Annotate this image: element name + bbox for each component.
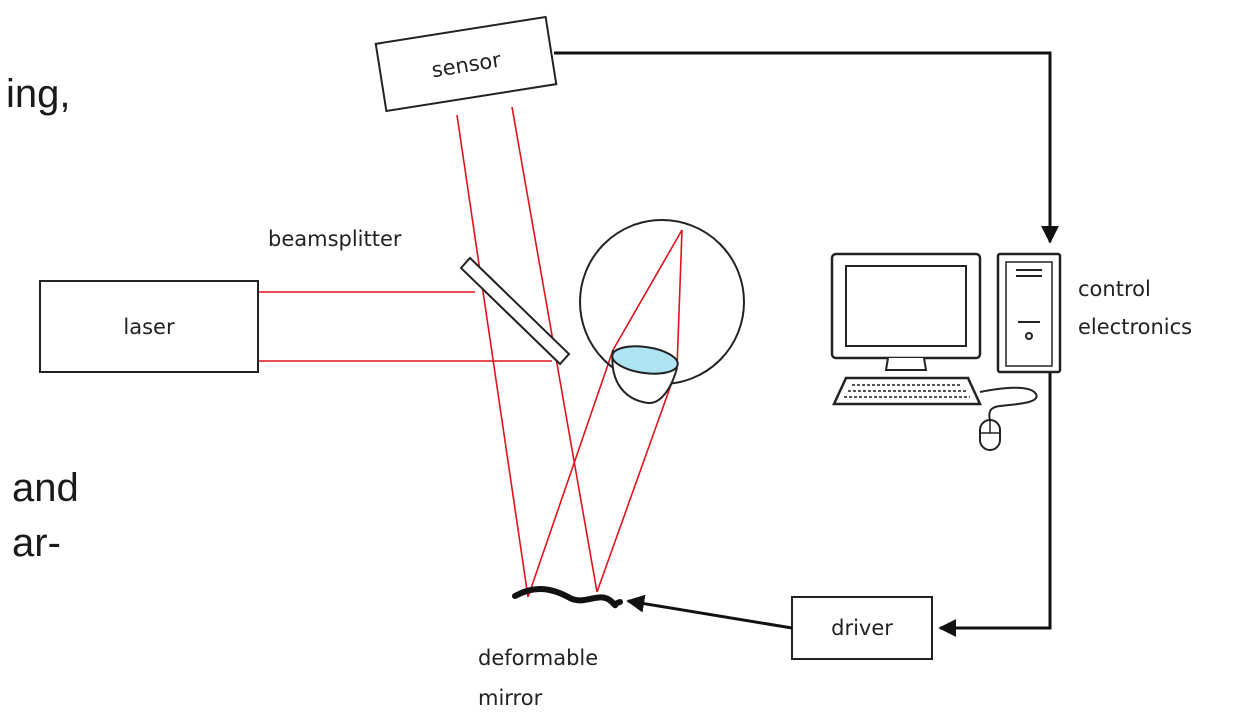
computer-tower [996,252,1062,374]
eye-beam-outer-left [527,349,614,598]
beamsplitter: beamsplitter [268,227,571,366]
mirror-label-line1: deformable [478,646,598,670]
slide-text-fragment-2: and [12,466,79,510]
monitor-stand [884,357,928,371]
sensor-to-computer-wire [554,51,1059,244]
beamsplitter-plate [459,256,571,366]
eye-beam-inner-left [612,229,683,351]
driver-box: driver [791,596,933,660]
eye-beam-inner-right [676,229,683,369]
eye-lens [611,345,679,375]
monitor-screen [845,265,967,347]
beamsplitter-label: beamsplitter [268,227,402,251]
computer-to-driver-wire [938,372,1052,637]
control-label-line1: control [1078,277,1151,301]
slide-text-fragment-1: ing, [6,72,71,116]
mirror-label-line2: mirror [478,686,543,710]
driver-label: driver [831,616,893,640]
sensor-beam-left [456,114,529,598]
eye [579,219,745,405]
computer-icon: control electronics [830,252,1192,451]
sensor-box: sensor [374,15,558,113]
eye-beam-outer-right [596,367,678,593]
mouse-cable [979,386,1038,421]
mirror-surface [512,586,623,609]
driver-to-mirror-wire [626,594,793,630]
control-label-line2: electronics [1078,315,1192,339]
slide-text-fragment-3: ar- [12,521,61,565]
control-wires [554,51,1059,637]
laser-box: laser [39,280,259,373]
laser-label: laser [123,315,175,339]
deformable-mirror: deformable mirror [478,586,623,710]
